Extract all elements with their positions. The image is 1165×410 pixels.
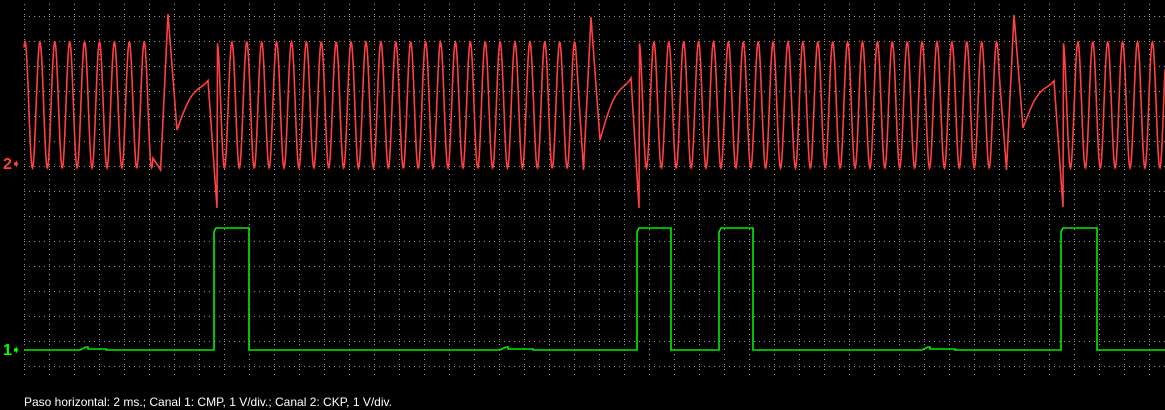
ckp-trace — [23, 13, 1165, 209]
channel-1-arrow-icon: ➧ — [11, 345, 21, 356]
channel-2-label: 2 — [3, 156, 12, 173]
cmp-trace — [24, 227, 1165, 351]
settings-caption: Paso horizontal: 2 ms.; Canal 1: CMP, 1 … — [24, 395, 392, 409]
channel-2-arrow-icon: ➧ — [11, 159, 21, 170]
channel-2-marker[interactable]: 2➧ — [3, 157, 20, 173]
channel-1-marker[interactable]: 1➧ — [3, 343, 20, 359]
channel-1-label: 1 — [3, 342, 12, 359]
